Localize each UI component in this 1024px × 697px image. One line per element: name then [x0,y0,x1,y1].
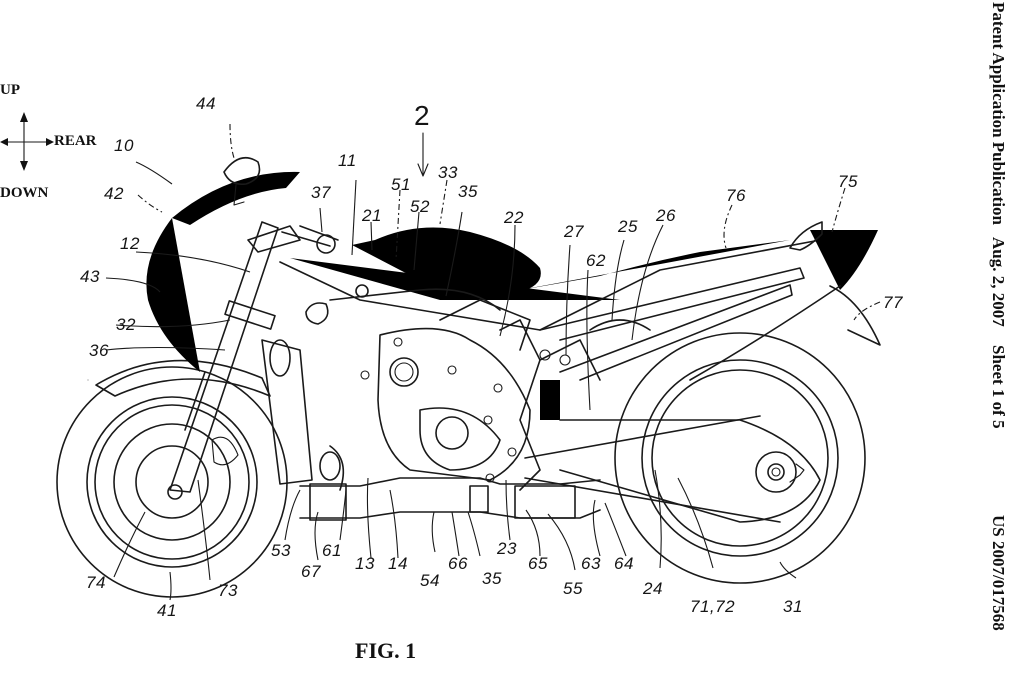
ref-52: 52 [410,197,430,216]
ref-64: 64 [614,554,634,573]
ref-53: 53 [271,541,291,560]
ref-26: 26 [656,206,676,225]
direction-up-label: UP [0,82,20,98]
ref-14: 14 [388,554,408,573]
ref-62: 62 [586,251,606,270]
ref-73: 73 [218,581,238,600]
ref-33: 33 [438,163,458,182]
rear-section [520,221,881,381]
section-marker: 2 [414,100,431,131]
ref-32: 32 [116,315,136,334]
direction-down-label: DOWN [0,185,49,201]
ref-54: 54 [420,571,440,590]
ref-74: 74 [86,573,106,592]
ref-63: 63 [581,554,601,573]
rear-wheel [589,319,866,584]
ref-11: 11 [338,151,357,170]
ref-10: 10 [114,136,134,155]
leader-lines [105,123,881,601]
ref-36: 36 [89,341,109,360]
ref-25: 25 [618,217,638,236]
front-fork [167,221,339,500]
ref-67: 67 [301,562,321,581]
engine [360,299,541,491]
figure-caption: FIG. 1 [355,638,417,663]
ref-75: 75 [838,172,858,191]
ref-44: 44 [196,94,216,113]
ref-71-72: 71,72 [690,597,736,616]
ref-65: 65 [528,554,548,573]
ref-43: 43 [80,267,100,286]
ref-21: 21 [362,206,382,225]
ref-76: 76 [726,186,746,205]
ref-13: 13 [355,554,375,573]
ref-42: 42 [104,184,124,203]
swing-arm [524,415,821,523]
ref-24: 24 [643,579,663,598]
direction-rear-label: REAR [54,133,97,149]
ref-12: 12 [120,234,140,253]
ref-27: 27 [564,222,584,241]
ref-77: 77 [883,293,903,312]
ref-51: 51 [391,175,411,194]
ref-35-bottom: 35 [482,569,502,588]
ref-41: 41 [157,601,177,620]
ref-35-top: 35 [458,182,478,201]
front-cowl [146,156,300,372]
ref-22: 22 [504,208,524,227]
orientation-arrows [0,112,54,171]
ref-37: 37 [311,183,331,202]
rear-shock [539,339,601,420]
ref-55: 55 [563,579,583,598]
ref-23: 23 [497,539,517,558]
front-wheel [56,366,288,598]
radiator [261,339,341,485]
ref-66: 66 [448,554,468,573]
frame-and-tank [279,227,821,331]
ref-61: 61 [322,541,342,560]
section-arrow [417,132,429,177]
ref-31: 31 [783,597,803,616]
